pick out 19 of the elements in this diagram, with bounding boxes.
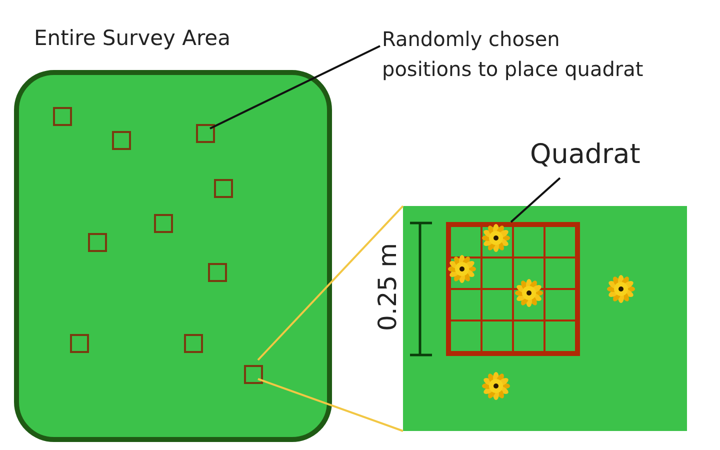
quadrat-grid — [446, 222, 580, 356]
zoom-line — [257, 205, 404, 361]
sample-square — [244, 365, 263, 384]
sample-square — [214, 179, 233, 198]
dimension-label: 0.25 m — [373, 242, 403, 333]
quadrat-label: Quadrat — [530, 138, 640, 172]
sample-square — [208, 263, 227, 282]
zoom-line — [258, 378, 404, 432]
leader-line — [210, 45, 380, 130]
sample-square — [112, 131, 131, 150]
sample-square — [88, 233, 107, 252]
sample-square — [196, 124, 215, 143]
sample-square — [154, 214, 173, 233]
area-heading: Entire Survey Area — [34, 26, 230, 50]
sample-square — [70, 334, 89, 353]
sample-square — [53, 107, 72, 126]
callout-text: Randomly chosen positions to place quadrat — [382, 26, 644, 83]
sample-square — [184, 334, 203, 353]
zoomed-area — [403, 206, 687, 431]
